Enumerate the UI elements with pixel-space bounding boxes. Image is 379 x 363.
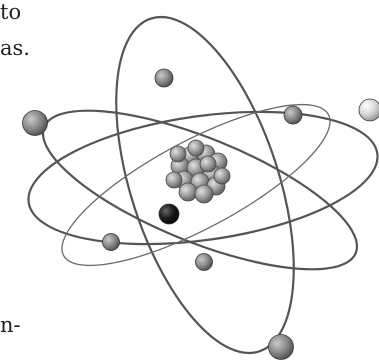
electron-lower-mid: [195, 253, 213, 271]
orbit-ring-vertical: [115, 15, 295, 355]
nucleus-particle: [187, 139, 205, 157]
nucleus-particle: [194, 184, 214, 204]
electron-far-right: [358, 98, 379, 122]
electron-lower-left: [102, 233, 120, 251]
nucleus-particle: [169, 145, 187, 163]
nucleus-particle: [178, 182, 198, 202]
text-fragment-n: n-: [0, 313, 21, 337]
text-fragment-as: as.: [0, 36, 30, 60]
electron-top: [154, 68, 174, 88]
nucleus-particle: [213, 167, 231, 185]
text-fragment-to: to: [0, 0, 22, 24]
electron-bottom: [268, 334, 294, 360]
electron-center-dark: [158, 203, 180, 225]
orbit-ring-wide: [27, 110, 379, 246]
electron-upper-right: [283, 105, 303, 125]
electron-left: [22, 110, 48, 136]
nucleus-particle: [165, 171, 183, 189]
nucleus-particle: [199, 155, 217, 173]
nucleus: [165, 139, 231, 204]
